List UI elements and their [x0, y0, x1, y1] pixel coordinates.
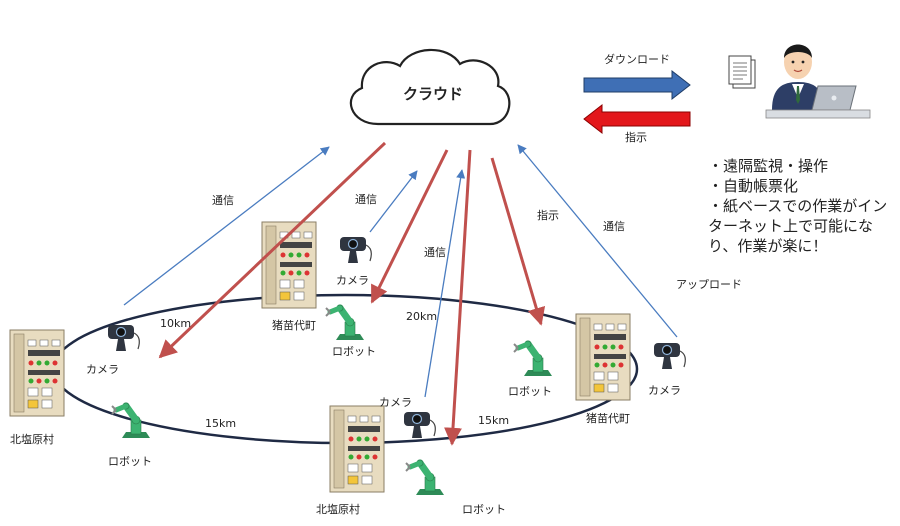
robot-arm-icon — [514, 341, 552, 377]
office-worker-icon — [765, 44, 871, 119]
comm-label: 通信 — [424, 246, 446, 259]
control-panel-kitashiobara-1 — [9, 329, 65, 417]
robot-arm-icon — [326, 305, 364, 341]
instruction-arrow-1 — [158, 141, 387, 359]
distance-label: 10km — [160, 317, 192, 330]
download-arrow — [583, 69, 691, 101]
camera-label: カメラ — [648, 384, 681, 397]
site-label-inawashiro: 猪苗代町 — [272, 319, 316, 332]
control-panel-inawashiro-2 — [575, 313, 631, 401]
instruction-label: 指示 — [537, 209, 559, 222]
comm-label: 通信 — [355, 193, 377, 206]
robot-label: ロボット — [108, 455, 152, 468]
benefit-item: ・遠隔監視・操作 — [708, 157, 829, 175]
comm-arrow-2 — [369, 170, 418, 233]
webcam-icon — [403, 411, 436, 439]
distance-label: 15km — [478, 414, 510, 427]
cloud-label: クラウド — [403, 85, 464, 103]
cloud-icon — [349, 48, 511, 126]
robot-label: ロボット — [462, 503, 506, 516]
comm-arrow-3 — [424, 169, 466, 398]
site-label-inawashiro: 猪苗代町 — [586, 412, 630, 425]
benefit-item: ・自動帳票化 — [708, 177, 799, 195]
instruction-arrow-3 — [444, 149, 472, 446]
distance-label: 15km — [205, 417, 237, 430]
webcam-icon — [339, 236, 372, 264]
camera-label: カメラ — [86, 363, 119, 376]
webcam-icon — [107, 324, 140, 352]
robot-label: ロボット — [508, 385, 552, 398]
robot-arm-icon — [406, 460, 444, 496]
camera-label: カメラ — [379, 396, 412, 409]
benefit-item: ・紙ベースでの作業がインターネット上で可能になり、作業が楽に！ — [708, 197, 888, 255]
comm-arrow-1 — [123, 146, 330, 306]
instruction-arrow — [583, 103, 691, 135]
upload-label: アップロード — [676, 278, 742, 291]
comm-label: 通信 — [603, 220, 625, 233]
benefits-list: ・遠隔監視・操作 ・自動帳票化 ・紙ベースでの作業がインターネット上で可能になり… — [708, 156, 893, 256]
distance-label: 20km — [406, 310, 438, 323]
instruction-arrow-2 — [370, 149, 449, 304]
site-label-kitashiobara: 北塩原村 — [316, 503, 360, 516]
instruction-arrow-4 — [490, 157, 546, 326]
robot-arm-icon — [112, 403, 150, 439]
document-icon — [728, 55, 756, 89]
comm-label: 通信 — [212, 194, 234, 207]
site-label-kitashiobara: 北塩原村 — [10, 433, 54, 446]
control-panel-kitashiobara-2 — [329, 405, 385, 493]
download-label: ダウンロード — [604, 53, 670, 66]
webcam-icon — [653, 342, 686, 370]
upload-arrow — [517, 144, 678, 338]
camera-label: カメラ — [336, 274, 369, 287]
robot-label: ロボット — [332, 345, 376, 358]
office-instruction-label: 指示 — [625, 131, 647, 144]
